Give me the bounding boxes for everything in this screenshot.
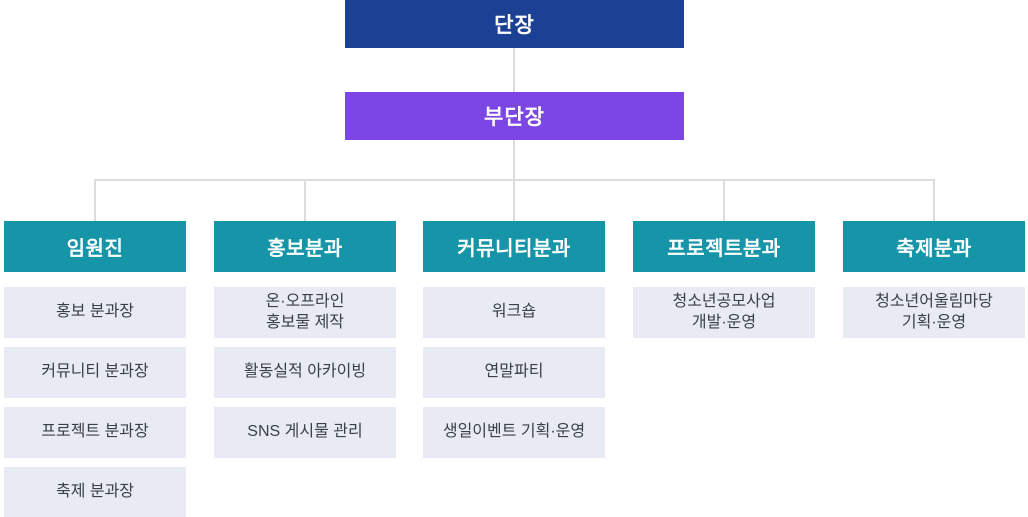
org-item: 프로젝트 분과장 — [4, 407, 186, 458]
org-root-box: 단장 — [345, 0, 684, 48]
connector-drop-0 — [94, 180, 96, 221]
org-item: 청소년공모사업 개발·운영 — [633, 287, 815, 338]
branch-items: 청소년공모사업 개발·운영 — [633, 287, 815, 338]
branch-header: 홍보분과 — [214, 221, 396, 272]
org-item: 생일이벤트 기획·운영 — [423, 407, 605, 458]
connector-drop-1 — [304, 180, 306, 221]
branch-header: 커뮤니티분과 — [423, 221, 605, 272]
org-item: 축제 분과장 — [4, 467, 186, 517]
org-item: 워크숍 — [423, 287, 605, 338]
connector-drop-2 — [513, 180, 515, 221]
org-item: 연말파티 — [423, 347, 605, 398]
org-deputy-box: 부단장 — [345, 92, 684, 140]
branch-header: 프로젝트분과 — [633, 221, 815, 272]
branch-header: 임원진 — [4, 221, 186, 272]
org-item: SNS 게시물 관리 — [214, 407, 396, 458]
connector-drop-3 — [723, 180, 725, 221]
branch-items: 청소년어울림마당 기획·운영 — [843, 287, 1025, 338]
connector-drop-4 — [933, 180, 935, 221]
branch-header: 축제분과 — [843, 221, 1025, 272]
connector-deputy-trunk — [513, 140, 515, 180]
org-item: 홍보 분과장 — [4, 287, 186, 338]
org-item: 커뮤니티 분과장 — [4, 347, 186, 398]
org-item: 온·오프라인 홍보물 제작 — [214, 287, 396, 338]
connector-root-deputy — [513, 48, 515, 92]
org-item: 활동실적 아카이빙 — [214, 347, 396, 398]
org-item: 청소년어울림마당 기획·운영 — [843, 287, 1025, 338]
